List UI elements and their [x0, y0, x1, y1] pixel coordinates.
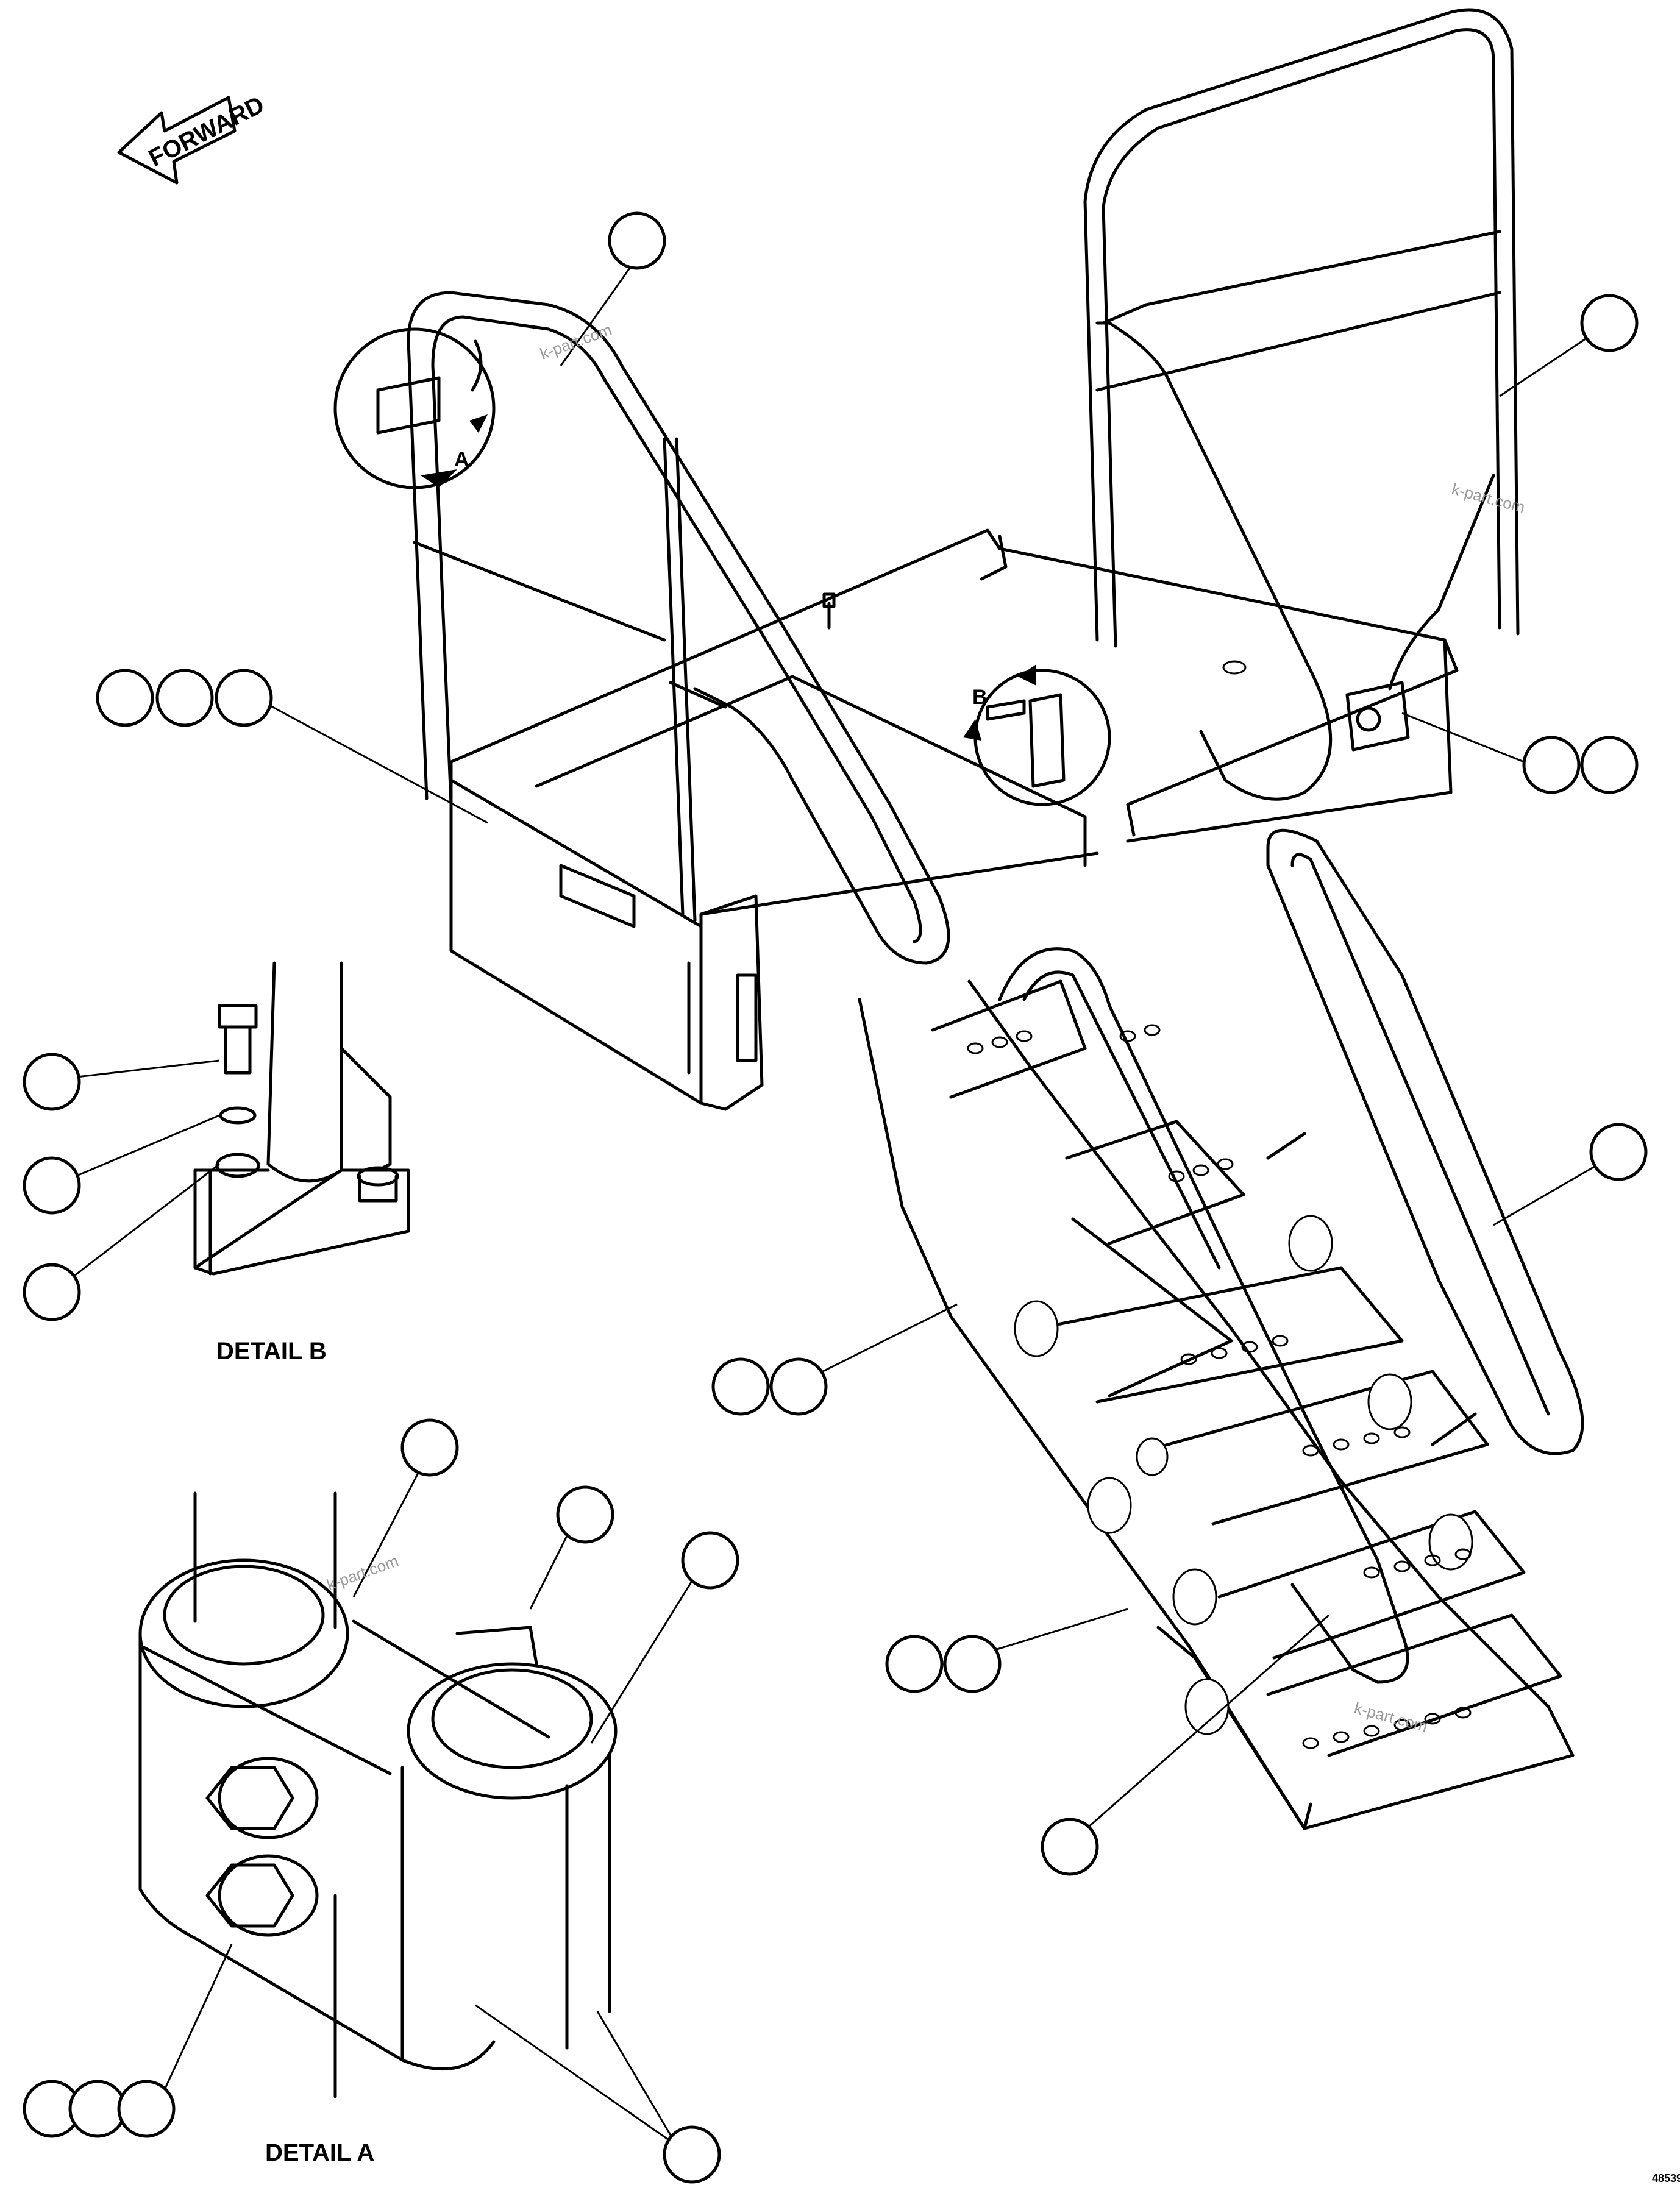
watermark-1: k-part.com — [538, 320, 614, 363]
watermarks: k-part.com k-part.com k-part.com k-part.… — [324, 320, 1527, 1735]
callout-step-bolt-lower-1 — [885, 1635, 944, 1693]
callout-ladder-rail — [1589, 1123, 1648, 1181]
detail-b-ref: B — [972, 686, 988, 709]
callout-detail-b-spacer — [23, 1263, 81, 1321]
callout-step-bolt-lower-2 — [943, 1635, 1002, 1693]
callout-step-bolt-upper-2 — [769, 1357, 828, 1416]
ladder-holes — [1014, 1215, 1473, 1735]
handrail-right — [1083, 8, 1520, 801]
platform-deck — [449, 528, 1459, 1111]
callout-detail-a-block — [663, 2125, 721, 2184]
callout-bolt-set-right-1 — [1522, 736, 1581, 794]
callout-detail-a-nut — [556, 1485, 614, 1544]
callout-bolt-set-left-1 — [96, 669, 154, 727]
callout-detail-a-clamp — [681, 1531, 739, 1590]
detail-a-ref: A — [454, 448, 469, 471]
callout-ladder — [1041, 1818, 1099, 1876]
callout-bubbles — [23, 211, 1648, 2184]
clamp-right — [1345, 681, 1410, 752]
detail-a-circle: A — [333, 327, 496, 489]
detail-a-bolt-lower — [205, 1854, 319, 1937]
forward-label: FORWARD — [144, 91, 268, 172]
handrail-left — [407, 291, 950, 965]
callout-detail-a-bolt-2 — [68, 2080, 127, 2138]
detail-a-drawing: DETAIL A — [138, 1491, 618, 2166]
detail-a-label: DETAIL A — [265, 2139, 374, 2166]
detail-a-bolt-upper — [205, 1757, 319, 1839]
detail-b-label: DETAIL B — [216, 1338, 327, 1365]
step-perforations — [967, 1024, 1472, 1749]
callout-step-bolt-upper-1 — [711, 1357, 770, 1416]
forward-arrow: FORWARD — [117, 91, 268, 185]
callout-detail-a-bolt-3 — [117, 2080, 176, 2138]
callout-detail-b-bolt — [23, 1053, 81, 1111]
drawing-number: 48539 — [1652, 2172, 1680, 2184]
ladder — [858, 828, 1584, 1830]
detail-b-drawing: DETAIL B — [193, 961, 410, 1365]
callout-handrail-right — [1580, 294, 1639, 352]
detail-b-circle: B — [963, 664, 1111, 806]
callout-handrail-left — [608, 211, 666, 270]
callout-detail-a-tube — [400, 1418, 459, 1477]
leader-lines — [60, 261, 1610, 2147]
callout-bolt-set-left-2 — [155, 669, 214, 727]
callout-detail-b-washer — [23, 1156, 81, 1215]
callout-bolt-set-left-3 — [215, 669, 273, 727]
callout-bolt-set-right-2 — [1580, 736, 1639, 794]
